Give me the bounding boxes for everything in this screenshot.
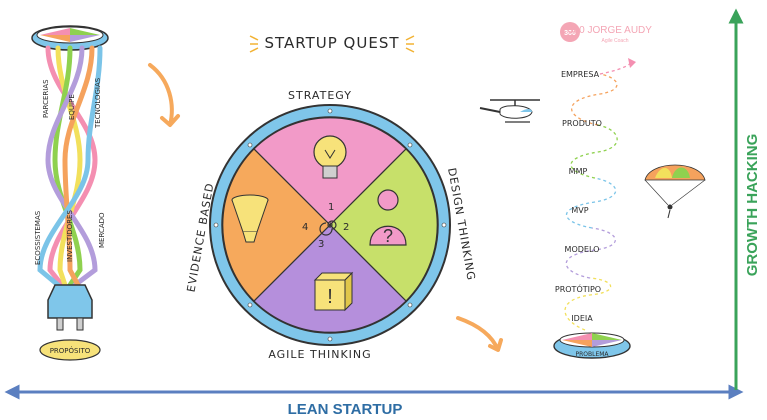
quadrant-design <box>329 148 438 302</box>
problema-base: PROBLEMA <box>553 332 631 359</box>
title-group: STARTUP QUEST <box>249 34 415 53</box>
growth-hacking-label: GROWTH HACKING <box>744 134 761 277</box>
cable-label-mercado: MERCADO <box>98 212 106 248</box>
wheel-number-4: 4 <box>302 222 308 233</box>
stage-mmp: MMP <box>569 167 588 176</box>
plug-icon <box>47 284 93 331</box>
exclamation-box-icon: ! <box>313 271 354 312</box>
helicopter-icon <box>479 99 540 123</box>
logo-brand: 360 JORGE AUDY <box>568 25 652 36</box>
top-connector <box>31 25 109 51</box>
stage-produto: PRODUTO <box>562 119 602 128</box>
cable-group: PARCERIAS EQUIPE TECNOLOGIAS ECOSSISTEMA… <box>31 25 109 361</box>
curved-arrow-left <box>148 63 180 127</box>
proposito-label: PROPÓSITO <box>50 346 91 355</box>
svg-text:?: ? <box>383 226 393 246</box>
sparkle-left-icon <box>249 35 259 53</box>
proposito-base: PROPÓSITO <box>39 339 101 361</box>
cable-label-tecnologias: TECNOLOGIAS <box>94 77 102 129</box>
stage-ideia: IDEIA <box>571 314 593 323</box>
quadrant-evidence <box>222 148 331 302</box>
page-title: STARTUP QUEST <box>264 34 399 52</box>
spiral-path <box>564 61 633 331</box>
wheel-number-1: 1 <box>328 202 334 213</box>
logo-tagline: Agile Coach <box>602 38 629 44</box>
stage-modelo: MODELO <box>565 245 600 254</box>
question-person-icon: ? <box>369 189 407 246</box>
wheel-number-3: 3 <box>318 239 324 250</box>
svg-text:!: ! <box>327 286 333 308</box>
problema-label: PROBLEMA <box>575 351 609 358</box>
parachute-icon <box>644 164 706 219</box>
twisted-wires <box>37 45 103 288</box>
center-spiral <box>319 220 337 236</box>
sparkle-right-icon <box>405 35 415 53</box>
spiral-flag-icon <box>628 58 636 68</box>
label-agile-thinking: AGILE THINKING <box>268 348 371 361</box>
logo: 360 360 JORGE AUDY Agile Coach <box>560 22 652 44</box>
cable-label-investidores: INVESTIDORES <box>66 210 74 262</box>
cable-label-parcerias: PARCERIAS <box>42 79 50 118</box>
cable-label-equipe: EQUIPE <box>68 94 76 120</box>
stage-prototipo: PROTÓTIPO <box>555 283 601 294</box>
ring-dots <box>213 108 447 342</box>
wheel-number-2: 2 <box>343 222 349 233</box>
funnel-icon <box>231 194 269 243</box>
stage-empresa: EMPRESA <box>561 70 600 79</box>
wheel: ? ! 1 2 3 4 STRATEGY DESIGN THINKING AGI… <box>185 89 478 361</box>
lean-startup-label: LEAN STARTUP <box>288 401 403 418</box>
svg-text:360: 360 <box>564 30 576 37</box>
lightbulb-icon <box>313 135 347 179</box>
stage-mvp: MVP <box>571 206 588 215</box>
cable-label-ecossistemas: ECOSSISTEMAS <box>34 210 42 265</box>
label-strategy: STRATEGY <box>288 89 352 102</box>
curved-arrow-right <box>456 316 503 352</box>
